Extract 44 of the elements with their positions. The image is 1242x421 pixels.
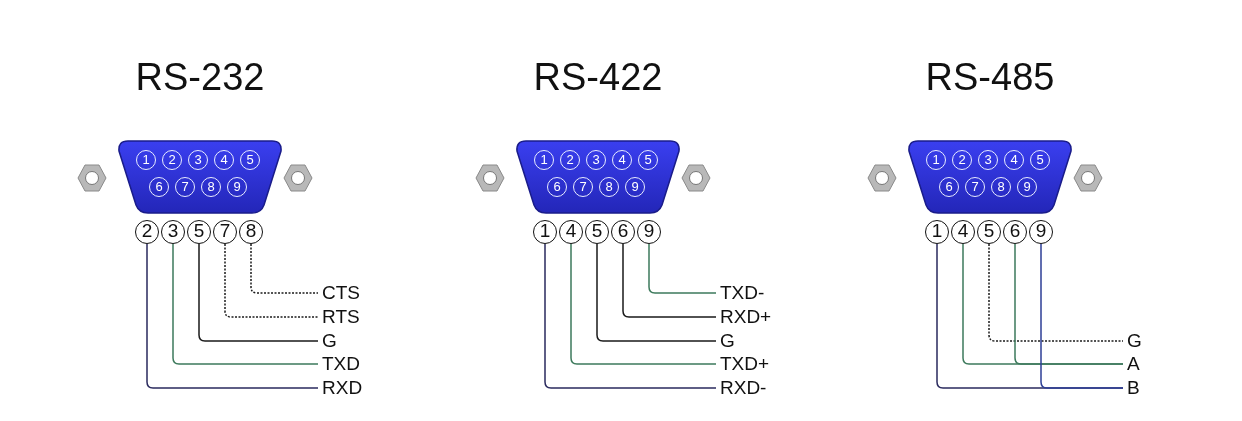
wire-pin-number: 1 (925, 220, 949, 244)
wire-pin-number: 6 (611, 220, 635, 244)
signal-name: G (322, 330, 337, 352)
wire-pin-number: 6 (1003, 220, 1027, 244)
signal-name: TXD (322, 353, 360, 375)
wire-pin-number: 3 (161, 220, 185, 244)
signal-name: G (720, 330, 735, 352)
wire (622, 243, 717, 318)
wire (172, 243, 319, 365)
wire (596, 243, 717, 342)
wire-pin-number: 5 (977, 220, 1001, 244)
signal-name: B (1127, 377, 1140, 399)
dotted-wire (988, 243, 1124, 342)
signal-name: RXD- (720, 377, 767, 399)
signal-name: RTS (322, 306, 360, 328)
standard-title: RS-232 (134, 55, 266, 99)
standard-title: RS-422 (532, 55, 664, 99)
wire-pin-number: 8 (239, 220, 263, 244)
signal-name: G (1127, 330, 1142, 352)
dotted-wire (250, 243, 319, 294)
wire (146, 243, 319, 389)
wire-pin-number: 9 (637, 220, 661, 244)
wire-pin-number: 9 (1029, 220, 1053, 244)
wire (570, 243, 717, 365)
signal-name: RXD+ (720, 306, 772, 328)
wire (544, 243, 717, 389)
signal-name: CTS (322, 282, 360, 304)
wire (648, 243, 717, 294)
dotted-wire (224, 243, 319, 318)
wire-pin-number: 1 (533, 220, 557, 244)
wire-pin-number: 5 (585, 220, 609, 244)
wire-pin-number: 7 (213, 220, 237, 244)
wire (198, 243, 319, 342)
signal-name: A (1127, 353, 1140, 375)
wire-pin-number: 4 (559, 220, 583, 244)
wire-pin-number: 5 (187, 220, 211, 244)
signal-name: RXD (322, 377, 363, 399)
signal-name: TXD+ (720, 353, 770, 375)
wire (1040, 243, 1124, 389)
wire (1014, 243, 1124, 365)
signal-name: TXD- (720, 282, 765, 304)
wire-pin-number: 2 (135, 220, 159, 244)
wire-pin-number: 4 (951, 220, 975, 244)
standard-title: RS-485 (924, 55, 1056, 99)
